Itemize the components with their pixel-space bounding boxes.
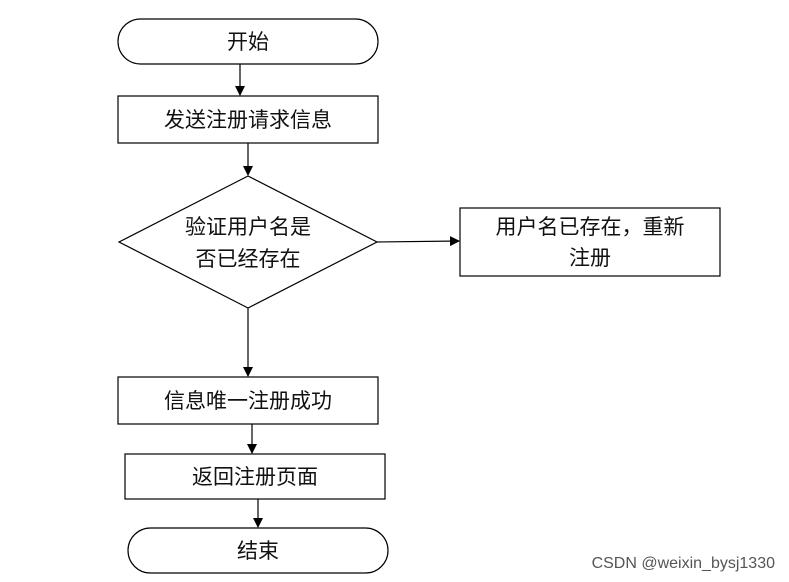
start-label: 开始 bbox=[227, 30, 269, 54]
check-label-line2: 否已经存在 bbox=[196, 247, 301, 271]
end-label: 结束 bbox=[237, 539, 279, 563]
exists-label-line1: 用户名已存在，重新 bbox=[496, 215, 685, 239]
exists-label-line2: 注册 bbox=[569, 246, 611, 270]
register-success-label: 信息唯一注册成功 bbox=[164, 389, 332, 413]
send-request-label: 发送注册请求信息 bbox=[164, 108, 332, 132]
send-request-box: 发送注册请求信息 bbox=[117, 95, 379, 144]
return-page-box: 返回注册页面 bbox=[124, 453, 386, 500]
end-terminal: 结束 bbox=[127, 527, 389, 574]
arrow-check-to-exists bbox=[376, 236, 460, 247]
check-username-decision: 验证用户名是 否已经存在 bbox=[117, 175, 379, 309]
start-terminal: 开始 bbox=[117, 18, 379, 65]
return-page-label: 返回注册页面 bbox=[192, 465, 318, 489]
register-success-box: 信息唯一注册成功 bbox=[117, 376, 379, 425]
username-exists-box: 用户名已存在，重新 注册 bbox=[459, 207, 721, 277]
watermark-text: CSDN @weixin_bysj1330 bbox=[592, 555, 776, 572]
check-label-line1: 验证用户名是 bbox=[185, 215, 311, 239]
